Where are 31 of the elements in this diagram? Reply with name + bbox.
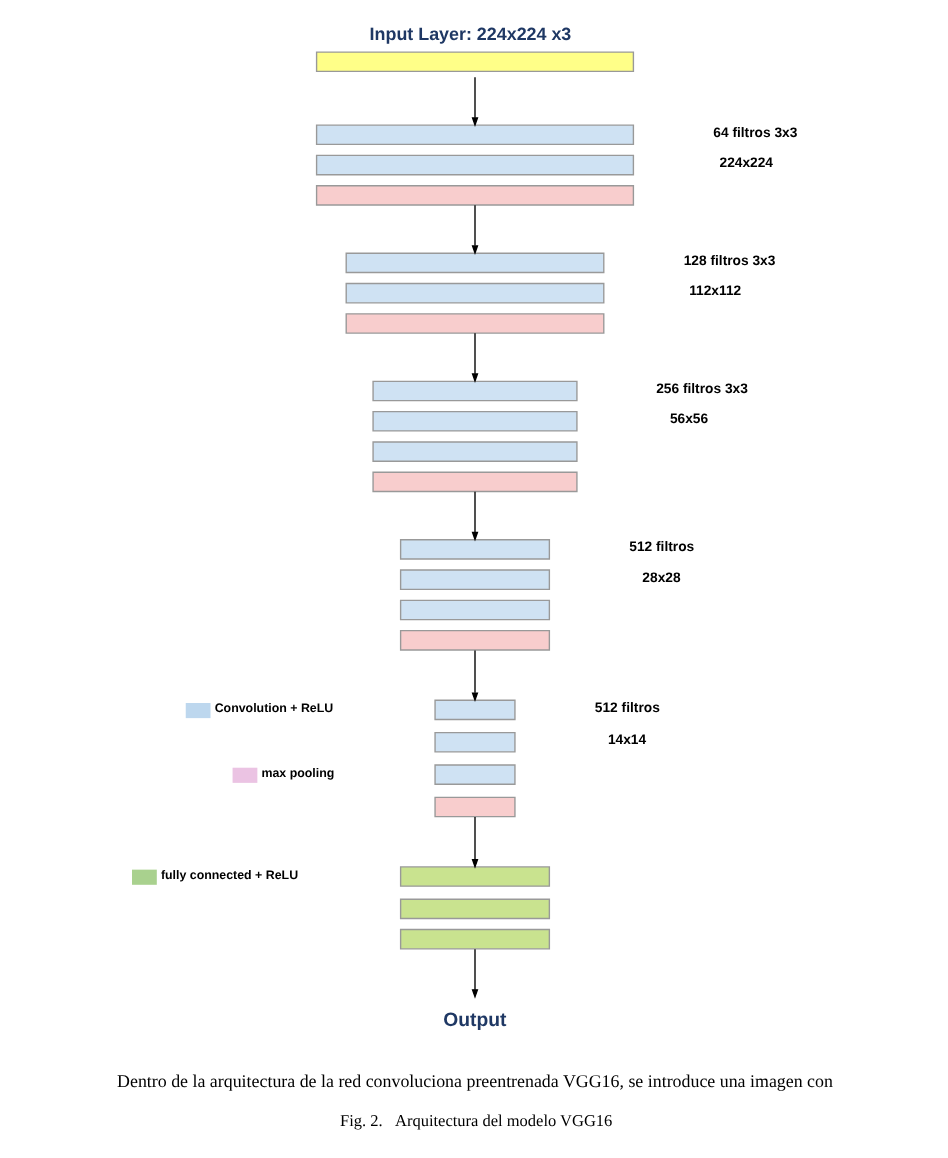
node-label: Input Layer: 224x224 x3 bbox=[368, 24, 571, 45]
node-bar bbox=[371, 380, 577, 402]
node-bar bbox=[398, 569, 550, 591]
arrow bbox=[470, 204, 478, 255]
arrow bbox=[470, 491, 478, 542]
node-bar bbox=[433, 731, 515, 753]
node-bar bbox=[371, 441, 577, 462]
arrow bbox=[470, 76, 478, 127]
node-bar bbox=[371, 471, 577, 493]
node-bar bbox=[344, 313, 604, 334]
node-bar bbox=[371, 410, 577, 432]
node-bar bbox=[398, 928, 550, 950]
node-bar bbox=[314, 154, 634, 176]
node-bar bbox=[344, 282, 604, 304]
node-bar bbox=[398, 629, 550, 651]
node-bar bbox=[433, 796, 515, 818]
node-bar bbox=[314, 124, 634, 146]
arrow bbox=[470, 948, 478, 999]
node-bar bbox=[433, 764, 515, 785]
arrow bbox=[470, 332, 478, 383]
node-bar bbox=[314, 185, 634, 206]
label: Dentro de la arquitectura de la red convoluciona preentrenada VGG16, se introduce una imagen con bbox=[116, 1071, 832, 1092]
node-bar bbox=[398, 866, 550, 887]
node-bar bbox=[398, 539, 550, 560]
arrow bbox=[470, 816, 478, 869]
arrow bbox=[470, 649, 478, 703]
node-text: Output bbox=[442, 1009, 506, 1032]
node-bar bbox=[433, 699, 515, 721]
node-bar bbox=[344, 252, 604, 274]
node-bar bbox=[398, 898, 550, 920]
node-bar bbox=[398, 599, 550, 621]
